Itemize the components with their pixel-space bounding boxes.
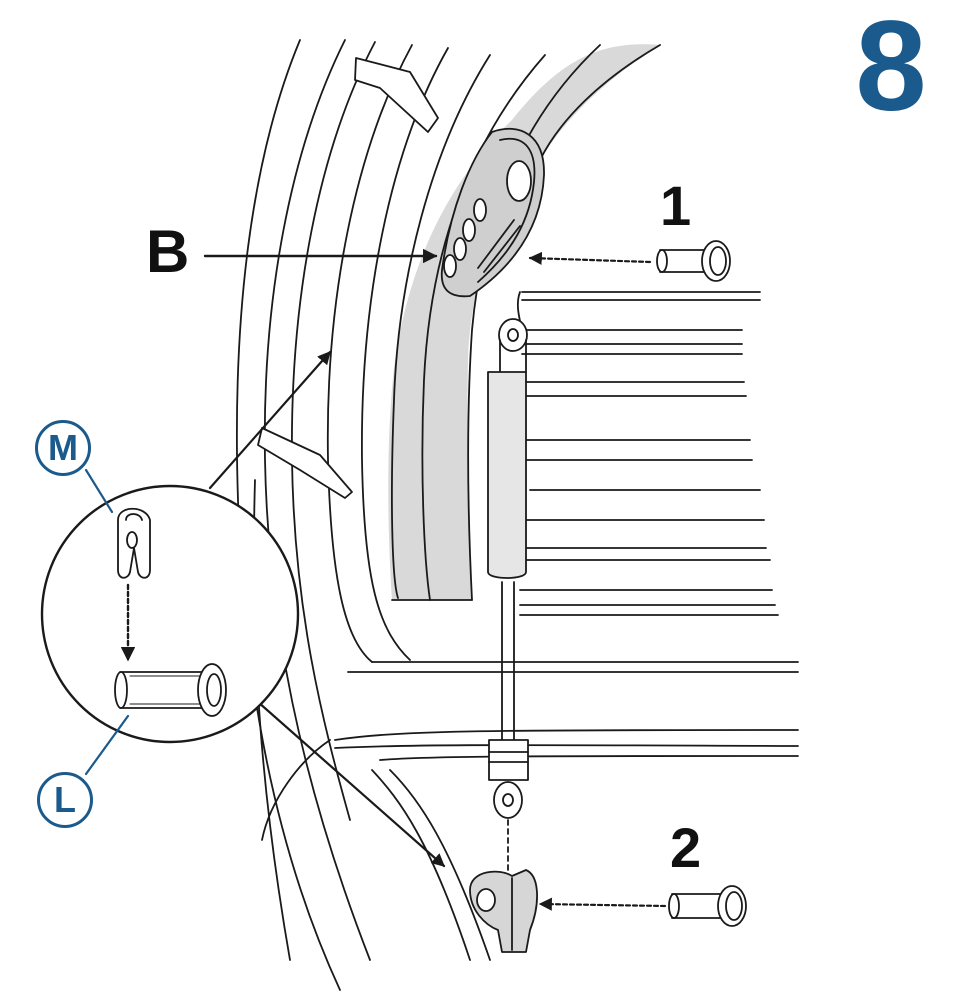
screw-1-arrow <box>528 251 652 265</box>
gas-strut <box>487 318 529 819</box>
door-frame <box>236 39 661 991</box>
screw-1 <box>656 240 731 282</box>
label-screw-2: 2 <box>670 816 702 879</box>
label-b: B <box>146 218 190 285</box>
badge-m-leader <box>84 468 114 514</box>
detail-callout <box>40 484 300 744</box>
window-lines <box>347 291 799 673</box>
badge-clip-m: M <box>35 420 91 476</box>
frame-straps <box>257 57 439 499</box>
label-screw-1: 1 <box>660 174 692 237</box>
frame-shade <box>388 44 660 601</box>
badge-l-leader <box>84 714 130 776</box>
detail-arrow-upper <box>208 350 332 490</box>
screw-2-arrow <box>538 897 667 911</box>
badge-pin-l: L <box>37 772 93 828</box>
screw-2 <box>668 885 747 927</box>
step-number: 8 <box>855 0 927 138</box>
lower-bracket <box>469 869 538 953</box>
detail-arrow-lower <box>256 700 446 868</box>
upper-bracket <box>440 127 545 298</box>
